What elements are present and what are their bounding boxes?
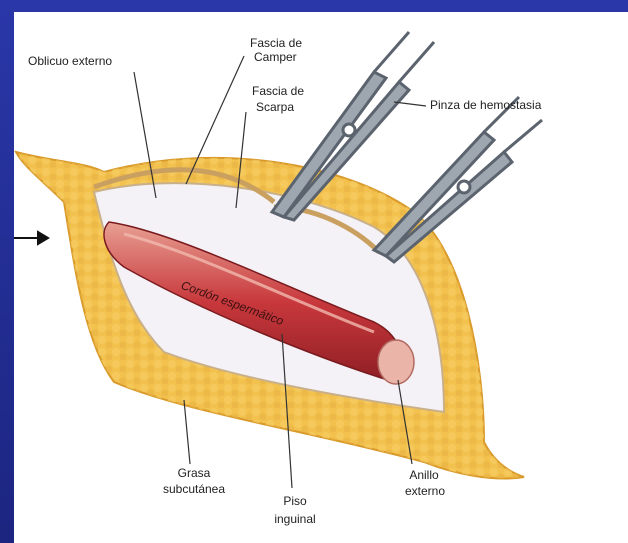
- label-piso-line2: inguinal: [260, 512, 330, 526]
- label-fascia-camper-line2: Camper: [254, 50, 297, 64]
- pointer-arrow: [14, 232, 48, 244]
- label-grasa-line1: Grasa: [164, 466, 224, 480]
- label-pinza-hemostasia: Pinza de hemostasia: [430, 98, 541, 112]
- label-fascia-scarpa-line2: Scarpa: [256, 100, 294, 114]
- label-anillo-line1: Anillo: [394, 468, 454, 482]
- label-piso-line1: Piso: [270, 494, 320, 508]
- label-oblicuo-externo: Oblicuo externo: [28, 54, 112, 68]
- anatomy-figure: Oblicuo externo Fascia de Camper Fascia …: [14, 12, 628, 543]
- hemostat-forceps-2: [374, 97, 542, 262]
- label-fascia-scarpa-line1: Fascia de: [252, 84, 304, 98]
- label-anillo-line2: externo: [390, 484, 460, 498]
- label-fascia-camper-line1: Fascia de: [250, 36, 302, 50]
- external-ring-tissue: [378, 340, 414, 384]
- label-grasa-line2: subcutánea: [154, 482, 234, 496]
- inguinal-dissection-illustration: [14, 12, 628, 543]
